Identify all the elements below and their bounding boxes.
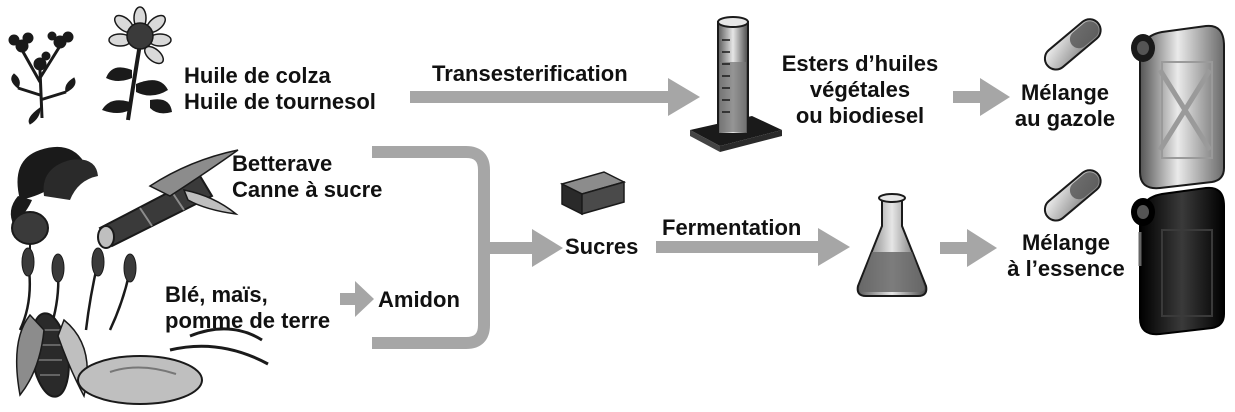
- petrol-blend-label: Mélange à l’essence: [996, 230, 1136, 282]
- diesel-jerrycan-illustration: [1131, 24, 1225, 190]
- diesel-blend-label-line1: Mélange: [1020, 80, 1110, 105]
- arrow-to-petrol-blend: [940, 229, 997, 267]
- oil-crops-label-line2: Huile de tournesol: [184, 89, 376, 114]
- test-tube-diesel-illustration: [1043, 18, 1102, 71]
- esters-label-line3: ou biodiesel: [795, 103, 925, 128]
- rapeseed-plant-illustration: [8, 31, 76, 125]
- esters-label-line2: végétales: [809, 77, 911, 102]
- petrol-blend-label-line1: Mélange: [1021, 230, 1111, 255]
- oil-crops-label-line1: Huile de colza: [184, 63, 331, 88]
- starch-crops-label: Blé, maïs, pomme de terre: [165, 282, 330, 334]
- oil-crops-label: Huile de colza Huile de tournesol: [184, 63, 376, 115]
- sugar-beet-illustration: [10, 146, 98, 256]
- esters-label-line1: Esters d’huiles: [781, 51, 939, 76]
- bracket-connector: [372, 146, 490, 349]
- amidon-label: Amidon: [378, 287, 460, 312]
- test-tube-petrol-illustration: [1043, 169, 1102, 222]
- grains-corn-potato-illustration: [15, 247, 269, 405]
- transesterification-label: Transesterification: [432, 61, 628, 86]
- sugar-crops-label-line2: Canne à sucre: [232, 177, 383, 202]
- arrow-to-amidon: [340, 281, 374, 317]
- graduated-cylinder-illustration: [690, 16, 782, 152]
- arrow-fermentation: [656, 228, 850, 266]
- petrol-blend-label-line2: à l’essence: [1007, 256, 1125, 281]
- sugar-cane-illustration: [97, 149, 239, 249]
- starch-crops-label-line2: pomme de terre: [165, 308, 331, 333]
- petrol-jerrycan-illustration: [1131, 186, 1225, 336]
- arrow-to-sucres: [484, 229, 563, 267]
- esters-label: Esters d’huiles végétales ou biodiesel: [770, 51, 950, 129]
- sugar-brick-illustration: [559, 171, 627, 216]
- fermentation-label: Fermentation: [662, 215, 802, 240]
- sucres-label: Sucres: [565, 234, 639, 259]
- diesel-blend-label-line2: au gazole: [1014, 106, 1116, 131]
- sunflower-illustration: [102, 6, 172, 121]
- sugar-crops-label: Betterave Canne à sucre: [232, 151, 382, 203]
- arrow-to-diesel-blend: [953, 78, 1010, 116]
- arrow-transesterification: [410, 78, 700, 116]
- starch-crops-label-line1: Blé, maïs,: [165, 282, 268, 307]
- erlenmeyer-flask-illustration: [856, 193, 928, 297]
- diesel-blend-label: Mélange au gazole: [1005, 80, 1125, 132]
- sugar-crops-label-line1: Betterave: [232, 151, 333, 176]
